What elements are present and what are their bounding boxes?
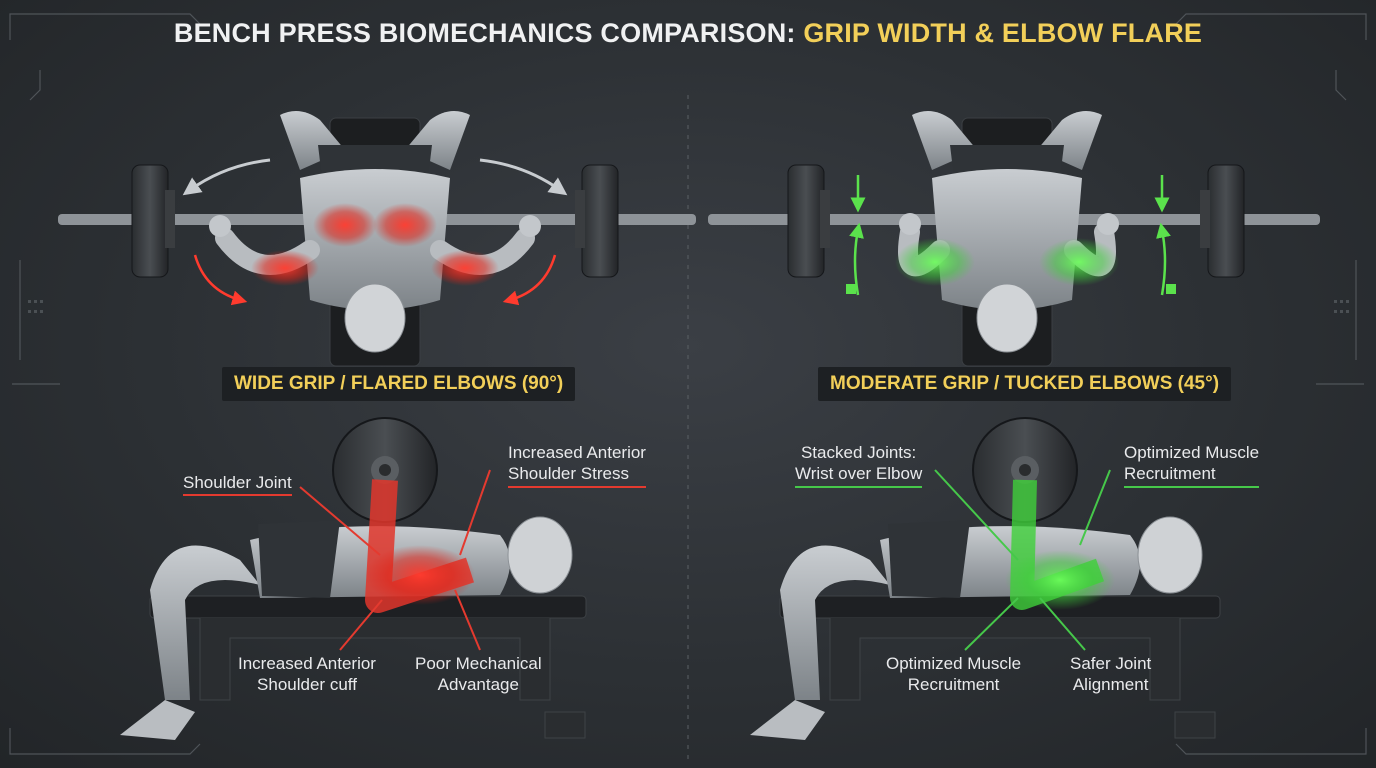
label-optimized-bottom: Optimized Muscle Recruitment: [886, 654, 1022, 694]
title-main: BENCH PRESS BIOMECHANICS COMPARISON:: [173, 18, 804, 48]
label-anterior-cuff: Increased Anterior Shoulder cuff: [238, 654, 376, 694]
page-title: BENCH PRESS BIOMECHANICS COMPARISON: GRI…: [0, 18, 1376, 49]
label-safer-joint: Safer Joint Alignment: [1070, 654, 1152, 694]
hud-dots: [28, 300, 1349, 313]
left-bottom-side-figure: [120, 417, 587, 740]
right-bottom-side-figure: [750, 417, 1221, 740]
title-accent: GRIP WIDTH & ELBOW FLARE: [803, 18, 1203, 48]
label-stacked-joints: Stacked Joints: Wrist over Elbow: [795, 442, 923, 488]
right-top-overhead-figure: [708, 111, 1320, 367]
label-optimized-top: Optimized Muscle Recruitment: [1124, 442, 1260, 488]
left-top-overhead-figure: [58, 111, 696, 367]
label-shoulder-joint: Shoulder Joint: [183, 472, 292, 496]
right-section-banner: MODERATE GRIP / TUCKED ELBOWS (45°): [818, 367, 1232, 401]
left-section-banner: WIDE GRIP / FLARED ELBOWS (90°): [222, 367, 576, 401]
hud-corners: [9, 13, 1367, 755]
label-anterior-stress: Increased Anterior Shoulder Stress: [508, 442, 646, 488]
label-poor-mechanical: Poor Mechanical Advantage: [415, 654, 542, 694]
